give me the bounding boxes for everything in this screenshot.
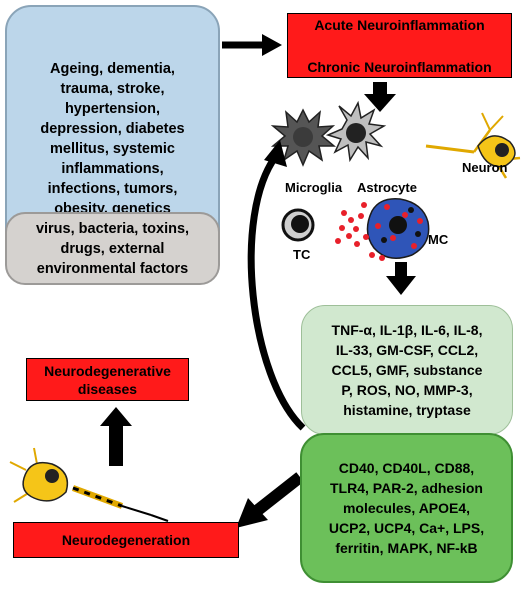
neurodegeneration-box: Neurodegeneration [13,522,239,558]
arrow-feedback-curve [247,140,306,431]
mast-cell [335,198,430,261]
neurodegenerative-diseases-box: Neurodegenerative diseases [26,358,189,401]
tc-label: TC [293,247,311,262]
t-cell [281,208,315,242]
arrow-molecules-to-neurodegeneration [236,472,304,528]
mc-label: MC [428,232,449,247]
neuron-cell [425,112,521,179]
risk-factors-text: Ageing, dementia, trauma, stroke, hypert… [40,61,185,217]
acute-neuroinflammation-label: Acute Neuroinflammation [314,17,485,33]
arrow-risk-to-inflammation [222,34,282,56]
neuron-label: Neuron [462,160,508,175]
molecules-box: CD40, CD40L, CD88, TLR4, PAR-2, adhesion… [300,433,513,583]
astrocyte-cell [325,100,387,163]
arrow-neurodegeneration-to-diseases [100,407,132,466]
degenerating-neuron [9,447,169,522]
arrow-cells-to-mediators [386,262,416,295]
chronic-neuroinflammation-label: Chronic Neuroinflammation [307,59,492,75]
inflammatory-mediators-box: TNF-α, IL-1β, IL-6, IL-8, IL-33, GM-CSF,… [301,305,513,435]
astrocyte-label: Astrocyte [357,180,417,195]
neuroinflammation-box: Acute Neuroinflammation Chronic Neuroinf… [287,13,512,78]
microglia-label: Microglia [285,180,343,195]
environmental-factors-box: virus, bacteria, toxins, drugs, external… [5,212,220,285]
arrow-inflammation-to-cells [364,82,396,112]
microglia-cell [270,108,337,167]
